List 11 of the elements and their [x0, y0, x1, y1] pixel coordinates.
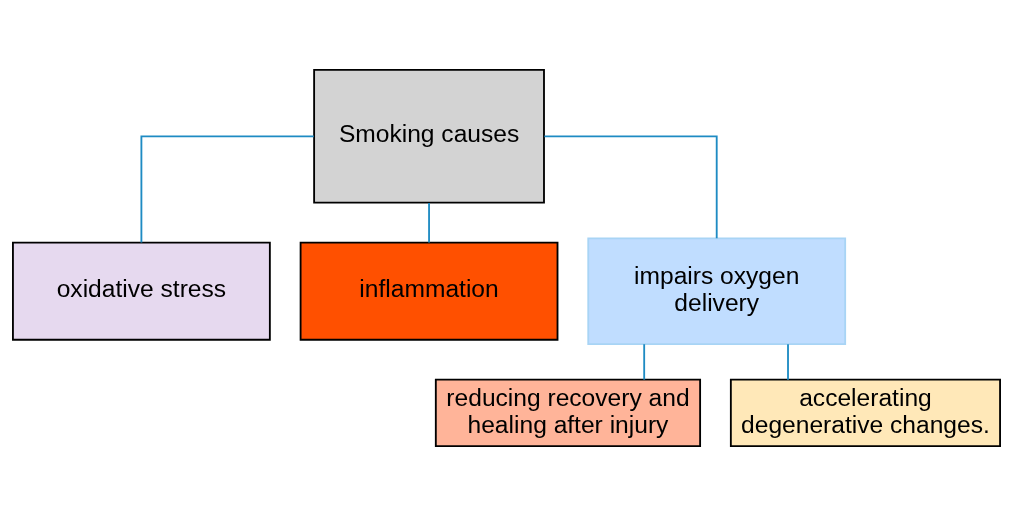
node-box: inflammation [299, 241, 559, 341]
connector [543, 134, 718, 239]
connector [787, 342, 789, 381]
connector [140, 134, 315, 244]
node-box: oxidative stress [12, 241, 271, 341]
node-box: reducing recovery and healing after injury [434, 378, 702, 447]
node-box: accelerating degenerative changes. [729, 378, 1001, 447]
node-box: impairs oxygen delivery [587, 236, 847, 345]
node-box: Smoking causes [313, 68, 545, 204]
connector [643, 342, 646, 381]
connector [428, 201, 430, 243]
